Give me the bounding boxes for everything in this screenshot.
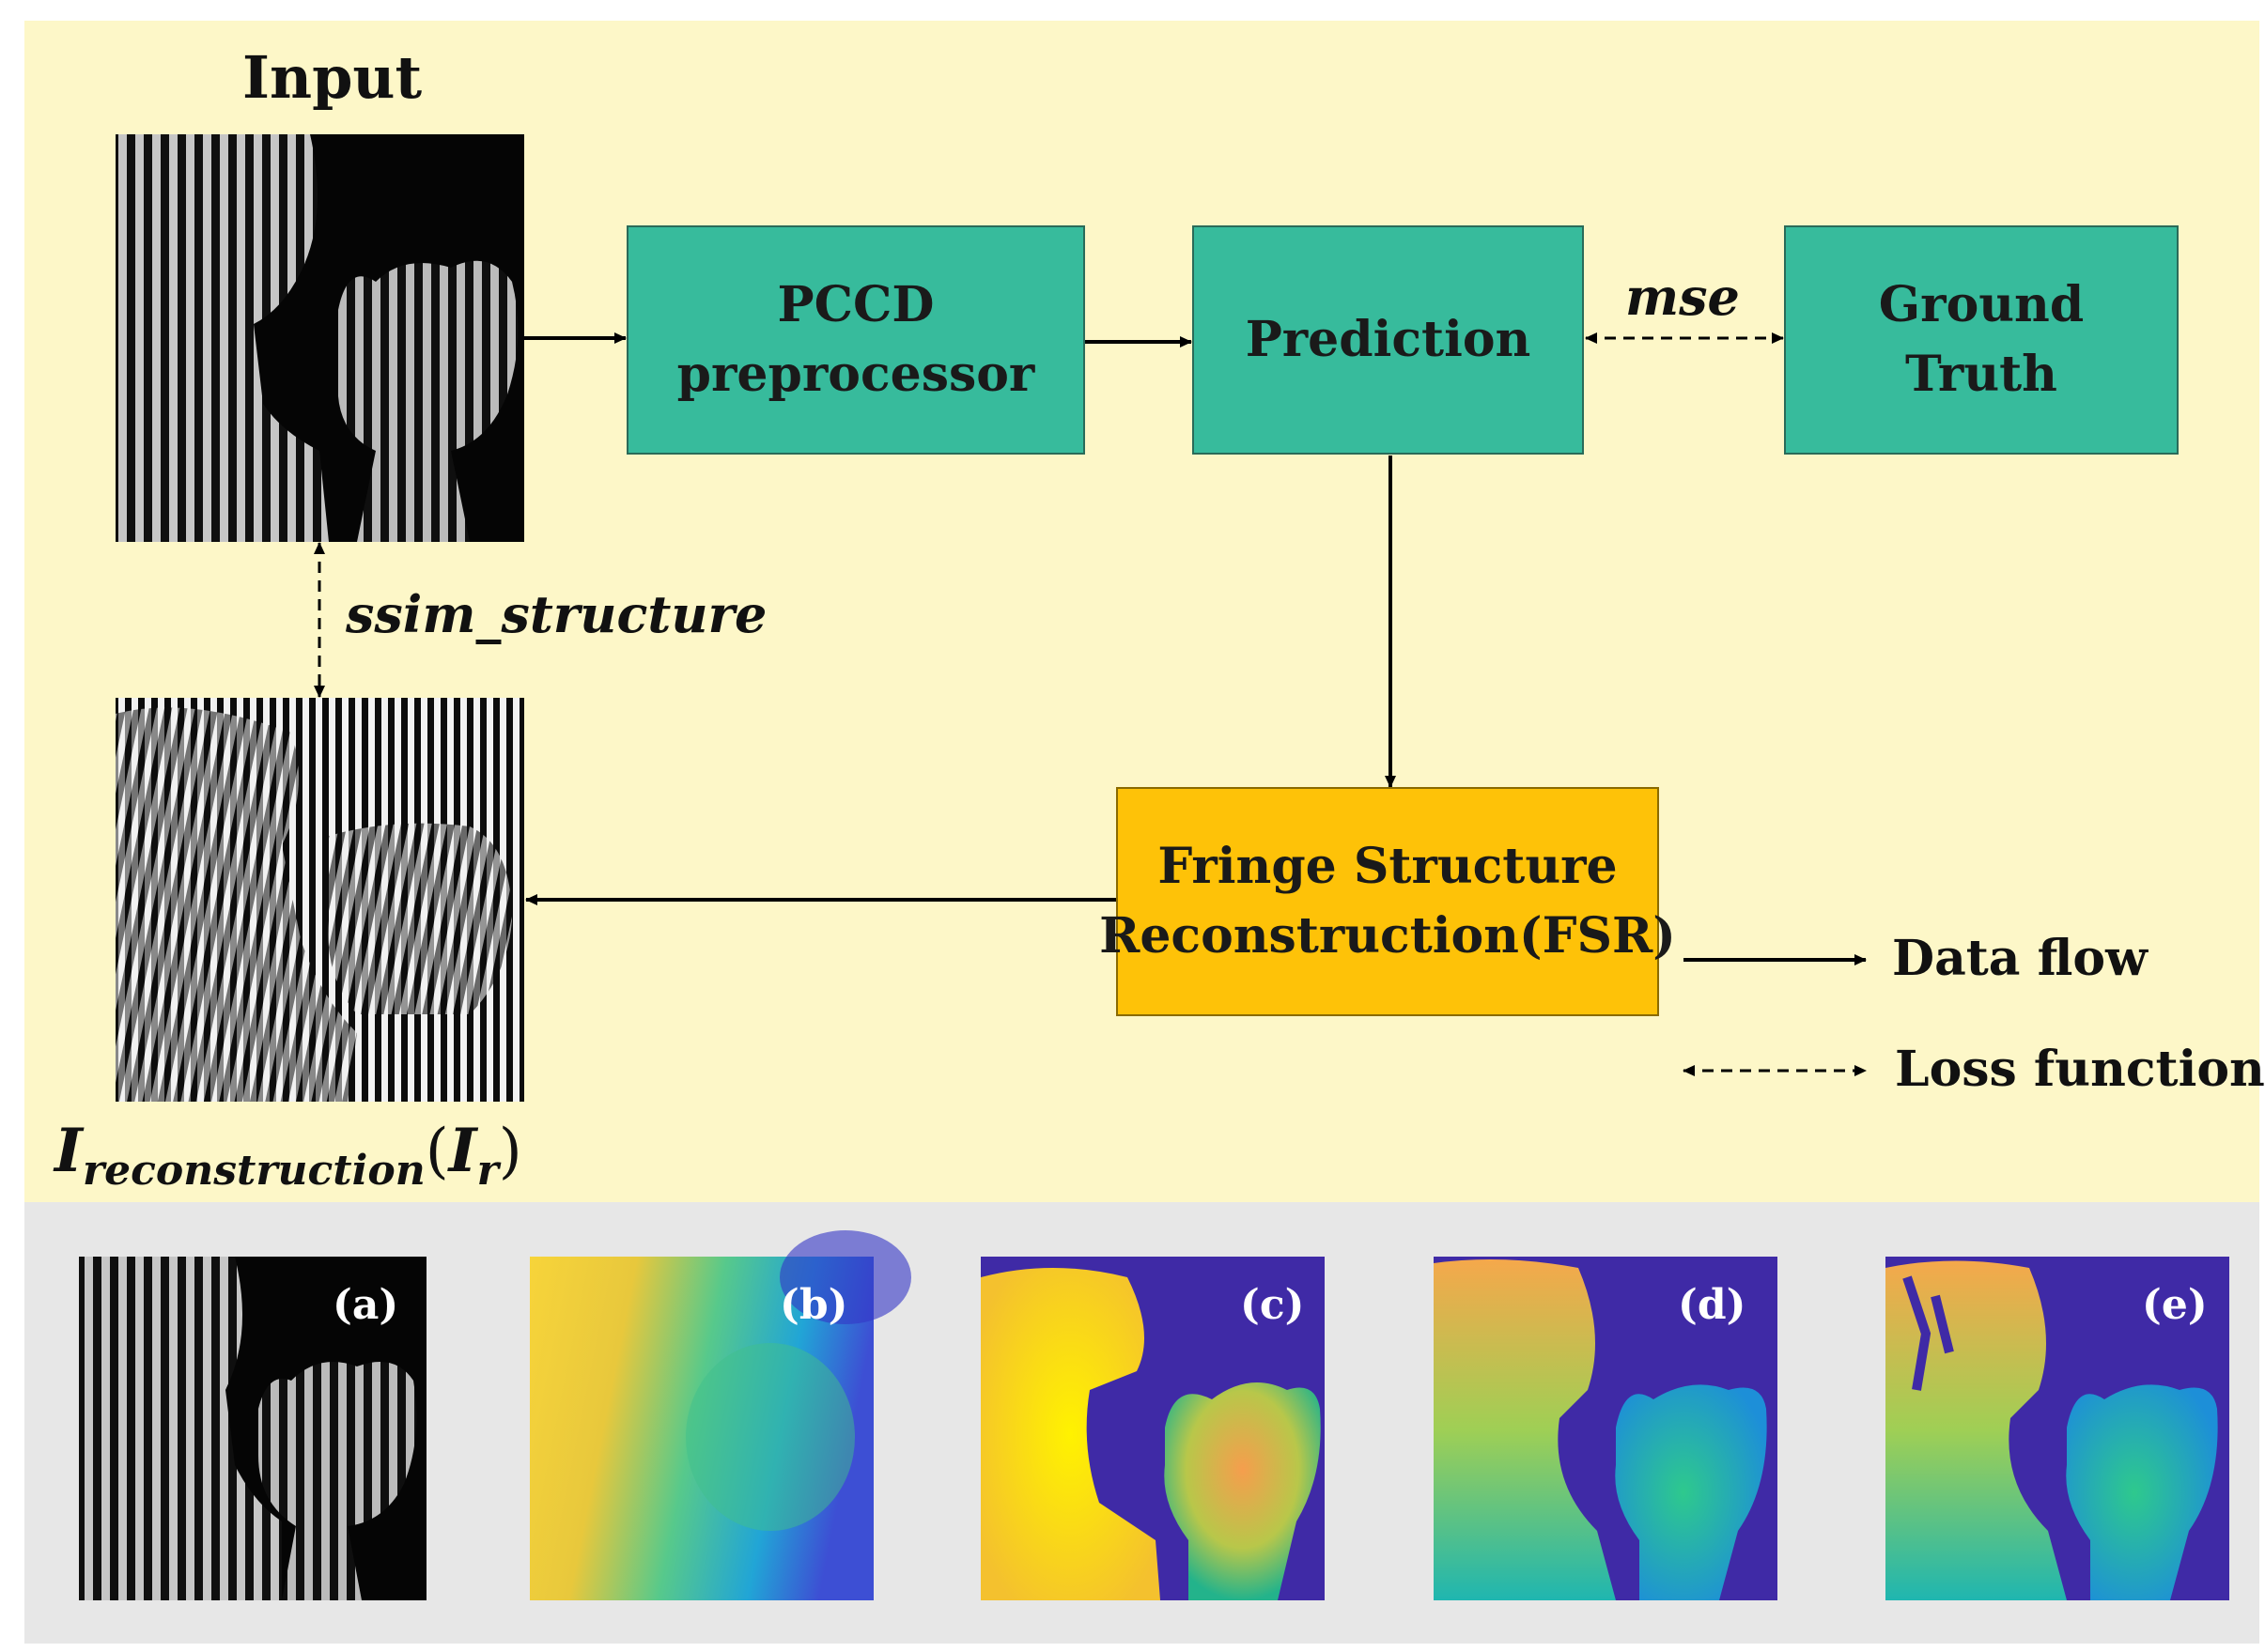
legend-data-flow-label: Data flow <box>1892 930 2148 987</box>
prediction-label: Prediction <box>1245 311 1531 368</box>
mse-label: mse <box>1625 267 1740 327</box>
panel-e-tag: (e) <box>2142 1281 2208 1329</box>
panel-d-image <box>1434 1257 1777 1600</box>
ground-truth-box: Ground Truth <box>1784 225 2179 455</box>
recon-main: I <box>54 1116 83 1186</box>
ground-truth-line-1: Ground <box>1878 276 2085 333</box>
ground-truth-line-2: Truth <box>1905 346 2057 403</box>
input-title: Input <box>242 43 423 112</box>
pccd-preprocessor-box: PCCD preprocessor <box>627 225 1085 455</box>
recon-inner-sub: r <box>476 1147 499 1195</box>
panel-d-tag: (d) <box>1678 1281 1746 1329</box>
ssim-structure-label: ssim_structure <box>346 584 768 644</box>
panel-b-tag: (b) <box>780 1281 848 1329</box>
legend-loss-function-label: Loss function <box>1895 1041 2265 1098</box>
panel-e-image <box>1885 1257 2229 1600</box>
reconstruction-label: Ireconstruction(Ir) <box>54 1116 522 1195</box>
pccd-line-1: PCCD <box>777 276 935 333</box>
fsr-line-1: Fringe Structure <box>1157 838 1618 895</box>
fsr-line-2: Reconstruction(FSR) <box>1099 907 1676 965</box>
recon-paren-close: ) <box>498 1117 522 1186</box>
panel-c-tag: (c) <box>1240 1281 1305 1329</box>
reconstruction-fringe-image <box>116 698 524 1102</box>
panel-a-tag: (a) <box>333 1281 399 1329</box>
panel-b-image <box>530 1230 911 1600</box>
recon-paren-open: ( <box>425 1117 449 1186</box>
pccd-line-2: preprocessor <box>676 346 1035 403</box>
panel-c-image <box>981 1257 1325 1600</box>
recon-inner: I <box>448 1116 477 1186</box>
input-fringe-image <box>116 134 524 542</box>
panel-a-image <box>79 1257 427 1600</box>
prediction-box: Prediction <box>1192 225 1584 455</box>
fsr-box: Fringe Structure Reconstruction(FSR) <box>1099 787 1676 1016</box>
recon-sub: reconstruction <box>82 1147 426 1195</box>
